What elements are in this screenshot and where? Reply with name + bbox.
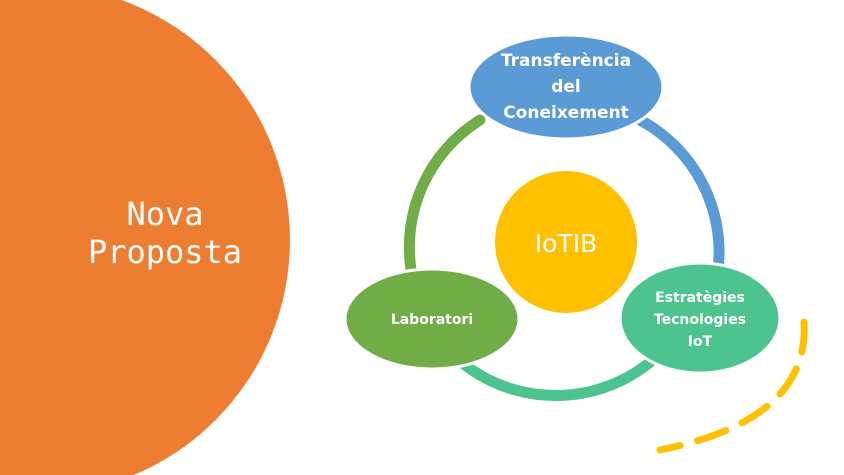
slide-title-line1: Nova xyxy=(126,195,204,233)
node-estrategies-line1: Estratègies xyxy=(655,290,745,306)
node-estrategies-line3: IoT xyxy=(688,334,713,350)
center-node-label: IoTIB xyxy=(535,229,597,258)
dashed-accent-arc xyxy=(656,318,808,454)
ring-arc-green xyxy=(403,114,486,286)
node-transferencia-line1: Transferència xyxy=(501,51,631,71)
node-estrategies[interactable]: Estratègies Tecnologies IoT xyxy=(618,261,782,375)
center-node[interactable]: IoTIB xyxy=(495,171,637,313)
node-laboratori[interactable]: Laboratori xyxy=(343,267,521,371)
node-laboratori-label: Laboratori xyxy=(391,312,473,328)
slide-title: Nova Proposta xyxy=(40,195,290,271)
ring-arc-teal xyxy=(459,339,674,401)
node-transferencia-line3: Coneixement xyxy=(503,103,629,123)
title-background-circle xyxy=(0,0,290,475)
node-transferencia-line2: del xyxy=(551,77,581,97)
ring-arc-blue xyxy=(634,114,725,276)
node-estrategies-line2: Tecnologies xyxy=(654,312,746,328)
node-transferencia[interactable]: Transferència del Coneixement xyxy=(467,33,665,141)
slide-title-line2: Proposta xyxy=(87,233,243,271)
